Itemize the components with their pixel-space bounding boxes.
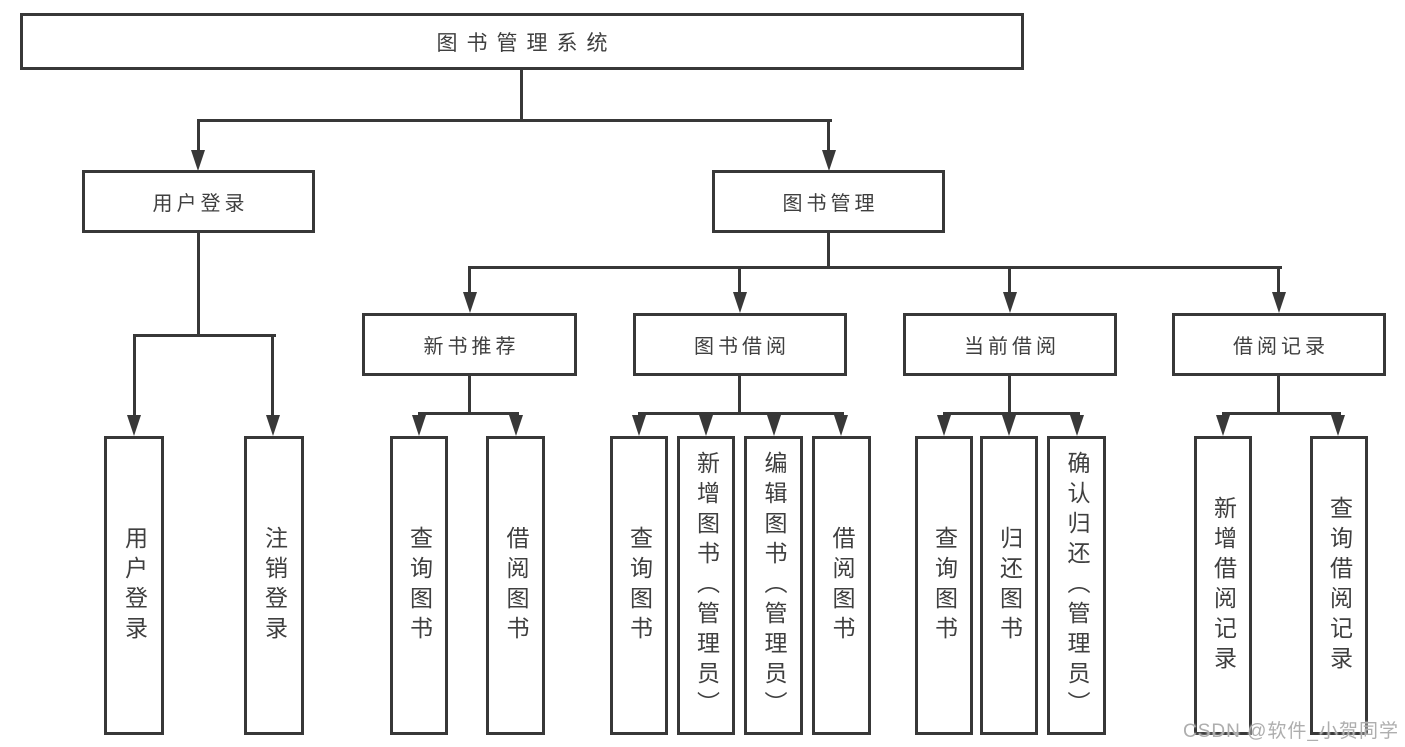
arrowhead-down [822, 150, 836, 171]
arrowhead-down [1070, 415, 1084, 436]
leaf-add-book-admin: 新增图书（管理员） [677, 436, 735, 735]
connector-line [1277, 266, 1280, 294]
connector-line [638, 412, 844, 415]
leaf-confirm-return-admin-label: 确认归还（管理员） [1064, 450, 1090, 721]
leaf-user-login-label: 用户登录 [121, 525, 148, 646]
node-book-management-label: 图书管理 [782, 193, 879, 215]
arrowhead-down [463, 292, 477, 313]
node-user-login-label: 用户登录 [152, 193, 249, 215]
arrowhead-down [1331, 415, 1345, 436]
node-book-management: 图书管理 [712, 170, 945, 233]
arrowhead-down [191, 150, 205, 171]
node-current-borrow: 当前借阅 [903, 313, 1117, 376]
leaf-borrow-book-recommend-label: 借阅图书 [503, 525, 529, 646]
node-user-login: 用户登录 [82, 170, 315, 233]
leaf-logout-label: 注销登录 [261, 525, 288, 646]
connector-line [738, 266, 741, 294]
arrowhead-down [1272, 292, 1286, 313]
leaf-query-book-current: 查询图书 [915, 436, 973, 735]
leaf-query-book-current-label: 查询图书 [931, 525, 958, 646]
connector-line [197, 119, 200, 152]
connector-line [468, 266, 1282, 269]
connector-line [271, 334, 274, 417]
leaf-query-borrow-record: 查询借阅记录 [1310, 436, 1368, 735]
leaf-return-book: 归还图书 [980, 436, 1038, 735]
connector-line [133, 334, 136, 417]
arrowhead-down [937, 415, 951, 436]
node-book-borrow-label: 图书借阅 [694, 336, 790, 358]
leaf-query-book-borrow-label: 查询图书 [626, 525, 653, 646]
connector-line [197, 233, 200, 337]
leaf-query-book-recommend: 查询图书 [390, 436, 448, 735]
connector-line [738, 376, 741, 415]
arrowhead-down [127, 415, 141, 436]
arrowhead-down [266, 415, 280, 436]
node-current-borrow-label: 当前借阅 [964, 336, 1060, 358]
arrowhead-down [632, 415, 646, 436]
node-library-system-label: 图书管理系统 [436, 31, 617, 55]
connector-line [1277, 376, 1280, 415]
leaf-borrow-book-recommend: 借阅图书 [486, 436, 545, 735]
connector-line [468, 266, 471, 294]
connector-line [827, 233, 830, 269]
node-book-borrow: 图书借阅 [633, 313, 847, 376]
arrowhead-down [834, 415, 848, 436]
connector-line [1008, 376, 1011, 415]
arrowhead-down [1216, 415, 1230, 436]
leaf-query-book-borrow: 查询图书 [610, 436, 668, 735]
leaf-add-book-admin-label: 新增图书（管理员） [693, 450, 720, 721]
csdn-watermark: CSDN @软件_小贺同学 [1183, 721, 1399, 742]
arrowhead-down [412, 415, 426, 436]
connector-line [943, 412, 1080, 415]
leaf-logout: 注销登录 [244, 436, 304, 735]
leaf-borrow-book: 借阅图书 [812, 436, 871, 735]
arrowhead-down [733, 292, 747, 313]
connector-line [133, 334, 276, 337]
leaf-edit-book-admin-label: 编辑图书（管理员） [761, 450, 787, 721]
arrowhead-down [1003, 292, 1017, 313]
leaf-add-borrow-record-label: 新增借阅记录 [1210, 495, 1237, 676]
arrowhead-down [509, 415, 523, 436]
connector-line [1222, 412, 1341, 415]
leaf-query-borrow-record-label: 查询借阅记录 [1326, 495, 1353, 676]
connector-line [1008, 266, 1011, 294]
node-borrow-records-label: 借阅记录 [1233, 336, 1329, 358]
leaf-add-borrow-record: 新增借阅记录 [1194, 436, 1252, 735]
leaf-borrow-book-label: 借阅图书 [829, 525, 855, 646]
leaf-return-book-label: 归还图书 [996, 525, 1023, 646]
node-library-system: 图书管理系统 [20, 13, 1024, 70]
leaf-query-book-recommend-label: 查询图书 [406, 525, 433, 646]
connector-line [520, 69, 523, 122]
node-new-book-recommend: 新书推荐 [362, 313, 577, 376]
arrowhead-down [1002, 415, 1016, 436]
connector-line [418, 412, 519, 415]
leaf-confirm-return-admin: 确认归还（管理员） [1047, 436, 1106, 735]
connector-line [827, 119, 830, 152]
leaf-edit-book-admin: 编辑图书（管理员） [744, 436, 803, 735]
arrowhead-down [767, 415, 781, 436]
leaf-user-login: 用户登录 [104, 436, 164, 735]
node-borrow-records: 借阅记录 [1172, 313, 1386, 376]
arrowhead-down [699, 415, 713, 436]
connector-line [468, 376, 471, 415]
connector-line [197, 119, 832, 122]
node-new-book-recommend-label: 新书推荐 [423, 336, 520, 358]
